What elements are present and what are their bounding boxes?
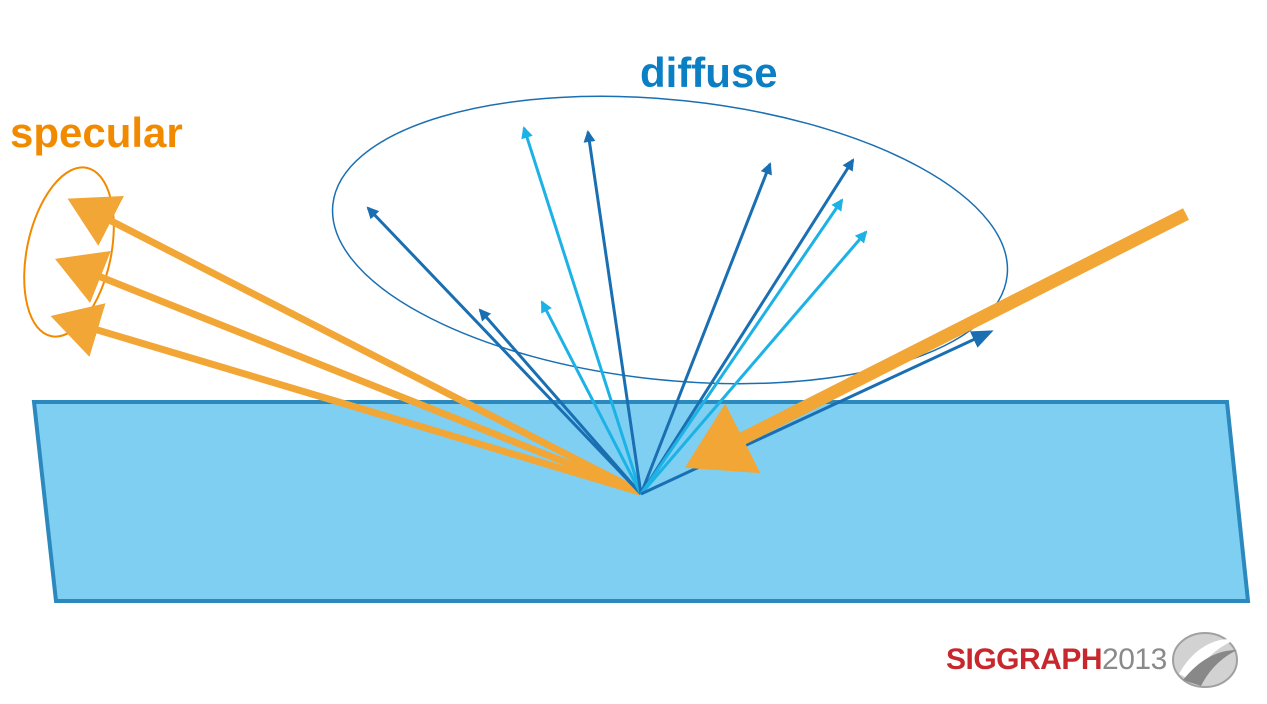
diffuse-ray bbox=[366, 206, 643, 496]
diffuse-lobe-outline bbox=[331, 95, 1009, 385]
specular-lobe-outline bbox=[23, 166, 115, 338]
specular-label: specular bbox=[10, 109, 183, 156]
siggraph-swoosh-icon bbox=[1171, 632, 1238, 688]
specular-ray bbox=[54, 250, 642, 496]
diffuse-ray bbox=[639, 162, 772, 495]
siggraph-logo: SIGGRAPH 2013 bbox=[946, 632, 1245, 688]
diffuse-label: diffuse bbox=[640, 49, 778, 96]
incident-ray bbox=[684, 208, 1189, 474]
logo-year: 2013 bbox=[1102, 643, 1167, 676]
logo-name: SIGGRAPH bbox=[946, 643, 1103, 676]
diffuse-ray bbox=[639, 198, 844, 495]
surface-slab bbox=[31, 400, 1251, 603]
specular-ray bbox=[67, 196, 642, 496]
specular-ray bbox=[50, 303, 642, 496]
diffuse-ray bbox=[478, 308, 643, 495]
diffuse-rays bbox=[366, 126, 994, 496]
diffuse-ray bbox=[540, 300, 643, 495]
specular-rays bbox=[50, 196, 642, 496]
diffuse-ray bbox=[639, 230, 868, 495]
diffuse-ray bbox=[639, 158, 855, 495]
diffuse-ray bbox=[521, 126, 643, 495]
diffuse-ray bbox=[583, 130, 643, 495]
